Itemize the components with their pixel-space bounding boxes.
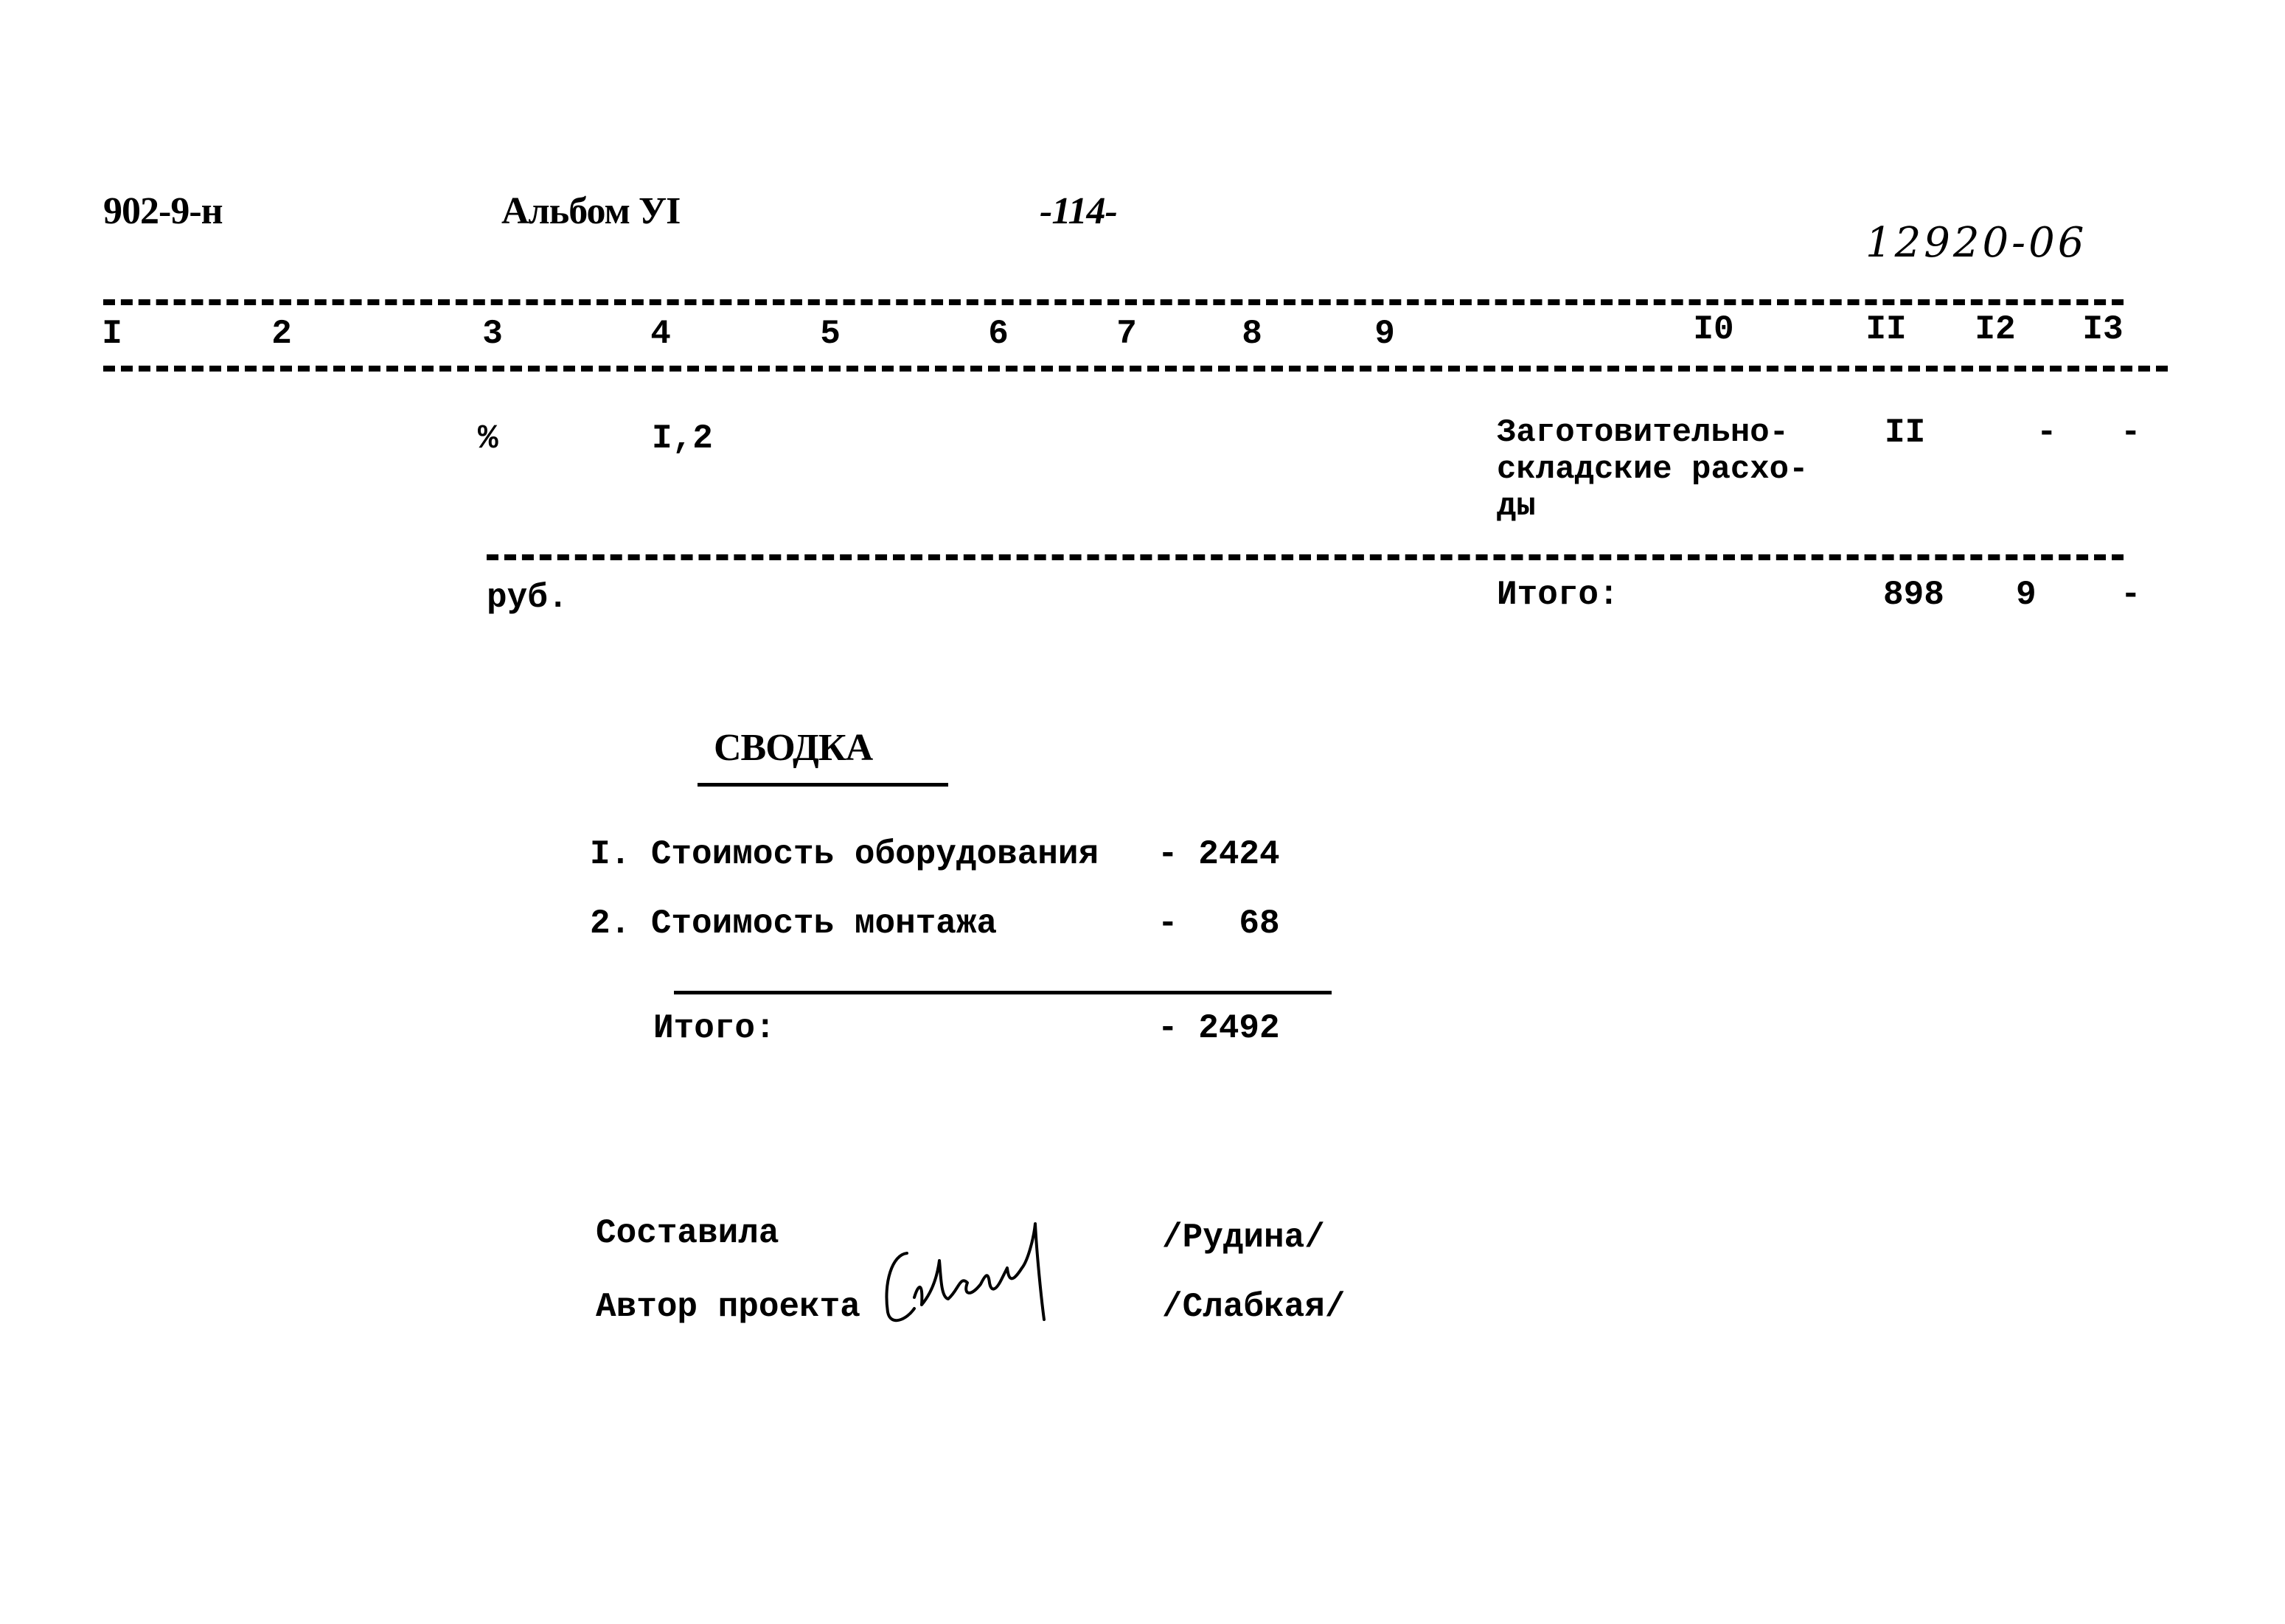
description-cell: Итого: xyxy=(1497,576,1619,614)
column-number: II xyxy=(1865,310,1907,349)
table-header-rule xyxy=(103,366,2168,372)
handwritten-signature xyxy=(885,1222,1046,1322)
compiled-by-name: /Рудина/ xyxy=(1162,1219,1325,1257)
summary-total-rule xyxy=(674,991,1332,994)
table-row-rule xyxy=(487,554,2124,560)
summary-total-label: Итого: xyxy=(653,1009,776,1048)
summary-item-label: I. Стоимость оборудования xyxy=(590,835,1099,874)
col12-cell: 9 xyxy=(2016,576,2037,614)
col11-cell: II xyxy=(1885,414,1926,452)
column-number: 2 xyxy=(271,315,292,353)
column-number: 6 xyxy=(988,315,1009,353)
column-number: 8 xyxy=(1242,315,1262,353)
column-number: I2 xyxy=(1975,310,2016,349)
summary-item-value: - 2424 xyxy=(1158,835,1280,874)
summary-item-label: 2. Стоимость монтажа xyxy=(590,905,998,943)
page-number: -114- xyxy=(1040,190,1118,232)
quantity-cell: I,2 xyxy=(652,419,713,458)
column-number: I3 xyxy=(2082,310,2124,349)
summary-total-value: - 2492 xyxy=(1158,1009,1280,1048)
unit-cell: руб. xyxy=(487,579,568,617)
column-number: 5 xyxy=(820,315,841,353)
author-label: Автор проекта xyxy=(596,1288,860,1326)
description-cell: Заготовительно- складские расхо- ды xyxy=(1497,414,1809,525)
compiled-by-label: Составила xyxy=(596,1214,779,1252)
column-number: 7 xyxy=(1116,315,1137,353)
inventory-number: 12920-06 xyxy=(1865,219,2087,267)
summary-item-value: - 68 xyxy=(1158,905,1280,943)
summary-title-underline xyxy=(698,783,948,787)
col13-cell: - xyxy=(2121,576,2141,614)
column-number: 9 xyxy=(1374,315,1395,353)
column-number: 4 xyxy=(650,315,671,353)
summary-title: СВОДКА xyxy=(714,727,873,769)
column-number: I0 xyxy=(1693,310,1734,349)
author-name: /Слабкая/ xyxy=(1162,1288,1346,1326)
column-number: 3 xyxy=(482,315,503,353)
document-code: 902-9-н xyxy=(103,190,223,232)
col11-cell: 898 xyxy=(1883,576,1944,614)
unit-cell: % xyxy=(478,419,498,458)
table-top-rule xyxy=(103,299,2124,305)
col13-cell: - xyxy=(2121,414,2141,452)
column-number: I xyxy=(102,315,122,353)
col12-cell: - xyxy=(2037,414,2057,452)
album-label: Альбом УI xyxy=(501,190,681,232)
